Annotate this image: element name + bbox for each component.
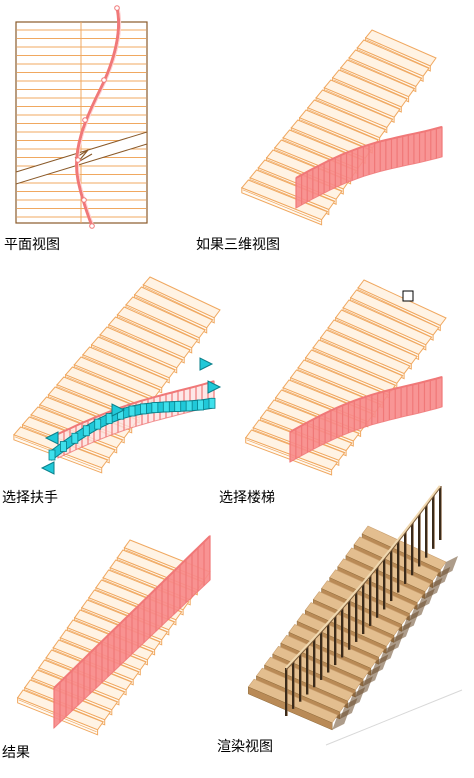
- stair-nosing-line: [118, 316, 191, 351]
- stair-nosing-line: [242, 189, 321, 223]
- selection-grip-box: [402, 290, 414, 302]
- plan-break-symbol: [74, 149, 93, 163]
- stair-nosing-line: [250, 179, 328, 212]
- shape-handle-grip: [40, 461, 55, 475]
- render-floor-line: [325, 689, 463, 746]
- stair-nosing-line: [308, 109, 379, 141]
- stair-riser: [241, 187, 323, 226]
- stair-nosing-line: [246, 439, 331, 473]
- stair-nosing-line: [321, 339, 404, 376]
- result-drawing: [16, 534, 211, 736]
- stair-nosing-line: [351, 299, 433, 338]
- handrail: [53, 535, 211, 689]
- handrail-segment-grip: [185, 400, 193, 412]
- render-handrail: [285, 485, 441, 669]
- stair-nosing-line: [75, 366, 154, 401]
- caption-3d-view: 如果三维视图: [196, 237, 280, 253]
- handrail-segment-grip: [151, 402, 159, 413]
- handrail-segment-grip: [48, 449, 56, 461]
- handrail-segment-grip: [60, 441, 67, 452]
- stair-nosing-line: [344, 309, 425, 348]
- render-stair-side: [332, 709, 350, 730]
- 3d-view-drawing: [240, 29, 443, 226]
- stair-nosing-line: [135, 296, 206, 331]
- handrail: [295, 125, 443, 179]
- handrail-segment-grip: [208, 397, 216, 409]
- caption-result: 结果: [2, 745, 30, 761]
- render-view-drawing: [247, 485, 463, 746]
- stair-nosing-line: [316, 99, 386, 130]
- stair-nosing-line: [126, 306, 199, 341]
- plan-railing-post: [81, 197, 87, 203]
- handrail: [289, 375, 443, 433]
- handrail-segment-grip: [174, 401, 182, 412]
- plan-railing-post: [114, 5, 120, 11]
- handrail-segment-grip: [197, 399, 204, 411]
- stair-nosing-line: [83, 356, 161, 391]
- caption-select-railing: 选择扶手: [2, 490, 58, 506]
- caption-select-stair: 选择楼梯: [219, 490, 275, 506]
- plan-railing-post: [89, 223, 95, 229]
- stair-nosing-line: [341, 69, 408, 100]
- shape-handle-grip: [199, 357, 214, 371]
- handrail-segment-grip: [105, 413, 113, 424]
- shape-handle-grip: [207, 380, 222, 394]
- plan-railing-post: [101, 77, 107, 83]
- stair-nosing-line: [109, 326, 184, 361]
- stair-nosing-line: [92, 346, 169, 381]
- caption-plan-view: 平面视图: [4, 237, 60, 253]
- plan-handrail-inner: [78, 7, 122, 227]
- select-railing-drawing: [13, 276, 222, 475]
- stair-nosing-line: [300, 119, 372, 151]
- shape-handle-grip: [44, 431, 59, 445]
- stair-nosing-line: [144, 286, 214, 321]
- stair-nosing-line: [358, 49, 423, 79]
- stair-nosing-line: [325, 89, 394, 120]
- handrail-segment-grip: [82, 425, 90, 437]
- plan-railing-post: [75, 157, 81, 163]
- select-stair-drawing: [244, 279, 447, 476]
- handrail: [57, 380, 215, 435]
- stair-nosing-line: [349, 59, 415, 89]
- shape-handle-grip: [111, 403, 126, 417]
- handrail-segment-grip: [71, 432, 79, 444]
- handrail-segment-grip: [94, 418, 102, 430]
- handrail-segment-grip: [128, 405, 136, 417]
- plan-railing-post: [82, 117, 88, 123]
- stair-nosing-line: [366, 39, 430, 69]
- handrail-segment-grip: [162, 401, 170, 413]
- plan-view-drawing: [15, 5, 148, 229]
- render-handrail-shade: [285, 487, 441, 671]
- stair-riser: [245, 437, 333, 476]
- caption-render-view: 渲染视图: [217, 739, 273, 755]
- handrail-segment-grip: [140, 403, 147, 415]
- stair-nosing-line: [333, 79, 401, 110]
- stair-nosing-line: [101, 336, 176, 371]
